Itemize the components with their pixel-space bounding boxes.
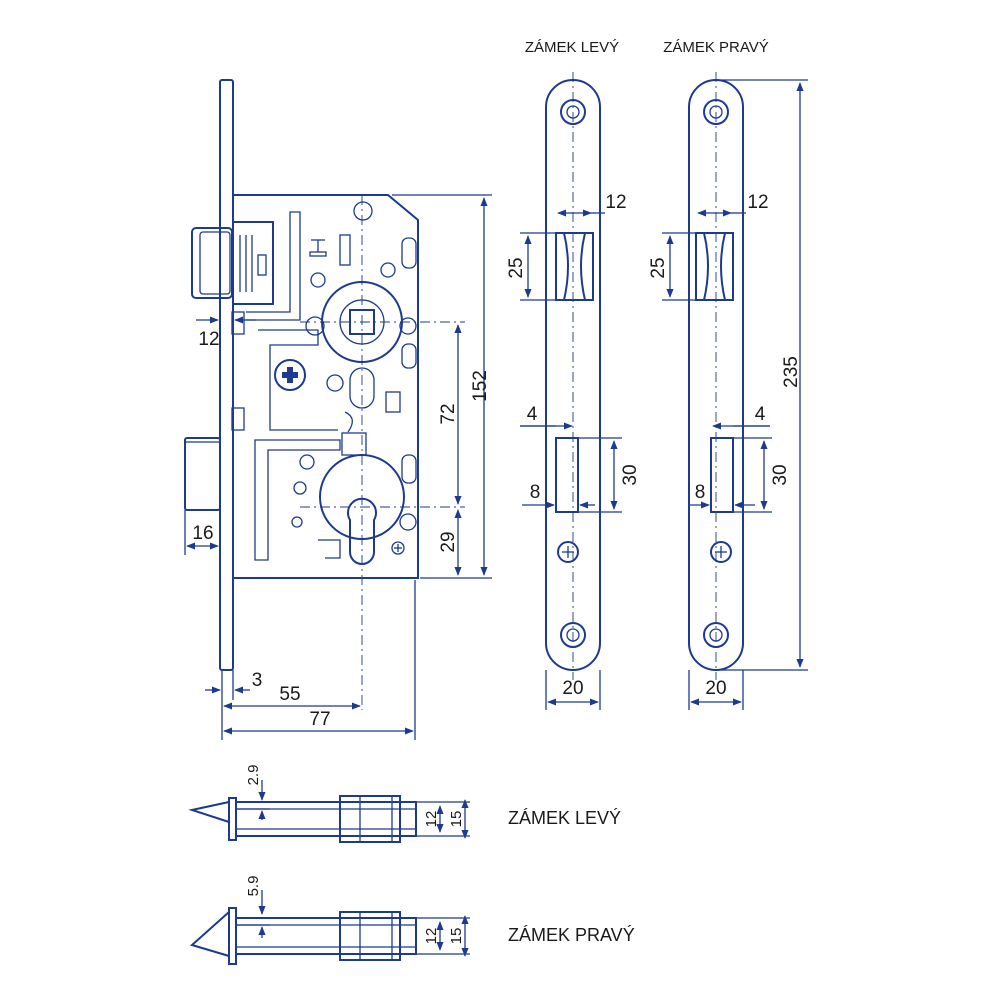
lock-case xyxy=(233,194,419,579)
dim-latch-right-inner: 12 xyxy=(423,928,440,945)
latch-view-right: 5.9 12 15 ZÁMEK PRAVÝ xyxy=(189,876,635,965)
dim-latch-right-outer: 15 xyxy=(448,928,465,945)
lock-body-view xyxy=(184,79,465,710)
screw-icon xyxy=(710,541,732,563)
latch-view-right-label: ZÁMEK PRAVÝ xyxy=(508,925,635,945)
dim-strike-right-plate-width: 20 xyxy=(705,678,726,699)
latch-view-left-label: ZÁMEK LEVÝ xyxy=(508,808,621,828)
dim-strike-left-latch-width: 12 xyxy=(605,192,626,213)
dim-strike-right-plate-height: 235 xyxy=(781,356,802,388)
strike-left-bolt-opening xyxy=(555,437,579,513)
strike-plate-left-title: ZÁMEK LEVÝ xyxy=(525,39,619,56)
dim-strike-right-latch-height: 25 xyxy=(648,257,669,278)
dim-strike-left-bolt-width: 8 xyxy=(530,482,541,503)
dim-latch-left-inner: 12 xyxy=(423,811,440,828)
latch-right-bevel xyxy=(189,911,230,957)
lock-body-dimensions: 152 72 29 12 16 3 55 77 xyxy=(184,194,492,740)
dim-backset: 55 xyxy=(279,684,300,705)
side-slots xyxy=(399,237,417,531)
dead-bolt xyxy=(184,437,221,511)
dim-latch-offset: 12 xyxy=(198,329,219,350)
dim-strike-right-latch-width: 12 xyxy=(747,192,768,213)
phillips-screw-icon xyxy=(274,359,306,391)
dim-handle-to-cylinder: 72 xyxy=(438,403,459,424)
dim-strike-right-bolt-height: 30 xyxy=(770,464,791,485)
latch-bolt xyxy=(191,221,274,305)
t-symbol xyxy=(309,239,327,257)
strike-plate-left: ZÁMEK LEVÝ 12 25 4 8 30 xyxy=(506,39,641,710)
dim-bolt-projection: 16 xyxy=(192,523,213,544)
dim-body-depth: 77 xyxy=(309,709,330,730)
screw-icon xyxy=(557,541,579,563)
dim-strike-left-bolt-height: 30 xyxy=(620,464,641,485)
dim-faceplate-thickness: 3 xyxy=(252,670,263,691)
dim-latch-left-outer: 15 xyxy=(448,811,465,828)
latch-left-bevel xyxy=(188,801,230,823)
dim-cylinder-to-bottom: 29 xyxy=(438,531,459,552)
faceplate xyxy=(219,79,234,671)
latch-view-left: 2.9 12 15 ZÁMEK LEVÝ xyxy=(188,765,621,843)
dim-strike-left-plate-width: 20 xyxy=(562,678,583,699)
pin-icon xyxy=(391,541,405,555)
dim-latch-left-offset: 2.9 xyxy=(245,765,262,786)
dim-strike-left-bolt-gap: 4 xyxy=(527,404,538,425)
dim-strike-left-latch-height: 25 xyxy=(506,257,527,278)
dim-strike-right-bolt-width: 8 xyxy=(695,482,706,503)
strike-right-bolt-opening xyxy=(710,437,734,513)
strike-plate-right-title: ZÁMEK PRAVÝ xyxy=(663,39,769,56)
dim-latch-right-offset: 5.9 xyxy=(245,876,262,897)
dim-strike-right-bolt-gap: 4 xyxy=(755,404,766,425)
strike-plate-right: ZÁMEK PRAVÝ 12 25 4 8 30 xyxy=(648,39,808,710)
dim-body-height: 152 xyxy=(470,370,491,402)
strike-right-latch-opening xyxy=(695,232,734,301)
strike-left-latch-opening xyxy=(555,232,594,301)
